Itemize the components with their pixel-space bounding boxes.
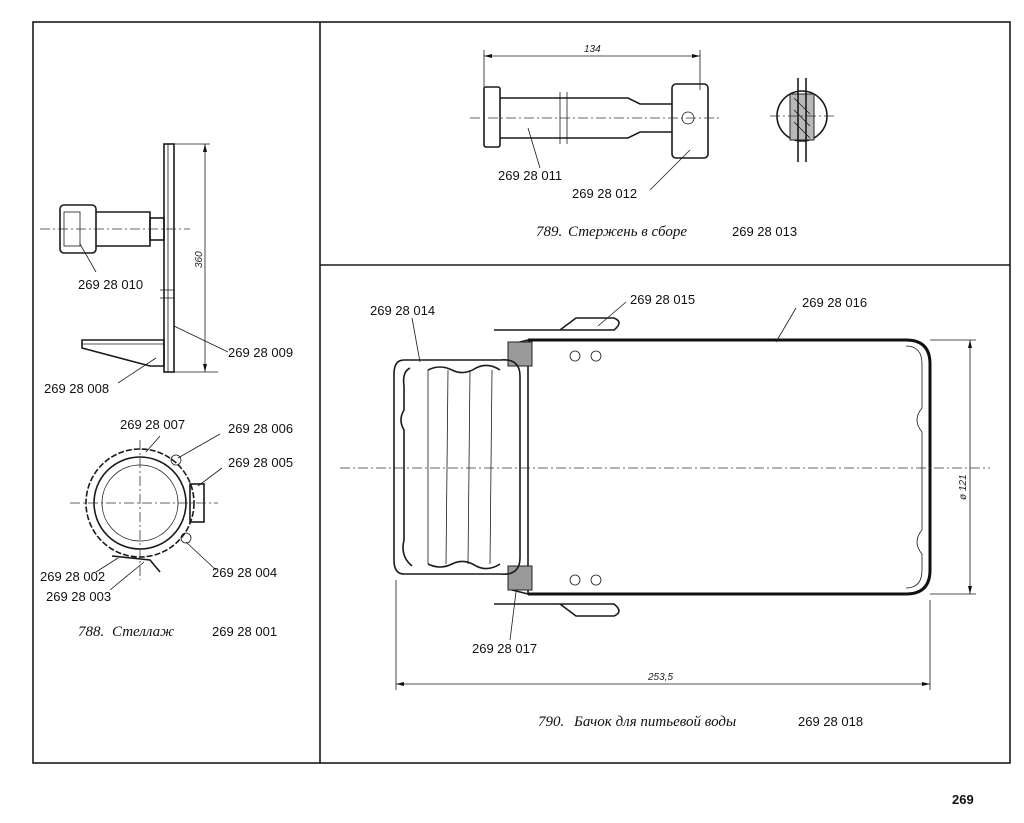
- label-269-28-003: 269 28 003: [46, 589, 111, 604]
- dimension-253-text: 253,5: [647, 672, 673, 683]
- tank-body-drawing: [340, 317, 990, 617]
- panel-788-rack: [40, 143, 229, 591]
- rod-section-view: [770, 78, 834, 162]
- dimension-line-134: [483, 50, 701, 90]
- caption-788-code: 269 28 001: [212, 624, 277, 639]
- rod-drawing: [470, 83, 720, 159]
- caption-789-number: 789.: [536, 224, 562, 240]
- panel-790-water-tank: [340, 301, 990, 690]
- label-269-28-014: 269 28 014: [370, 303, 435, 318]
- label-269-28-005: 269 28 005: [228, 455, 293, 470]
- label-269-28-004: 269 28 004: [212, 565, 277, 580]
- label-269-28-015: 269 28 015: [630, 292, 695, 307]
- page-number: 269: [952, 792, 974, 807]
- dimension-diameter-text: ø 121: [958, 474, 969, 500]
- caption-788-title: Стеллаж: [112, 624, 174, 640]
- label-269-28-009: 269 28 009: [228, 345, 293, 360]
- dimension-360-text: 360: [194, 251, 205, 268]
- label-269-28-011: 269 28 011: [498, 168, 562, 183]
- caption-789-code: 269 28 013: [732, 224, 797, 239]
- dimension-134-text: 134: [584, 44, 601, 55]
- sheet-frame: [32, 21, 1011, 764]
- label-269-28-016: 269 28 016: [802, 295, 867, 310]
- caption-790-code: 269 28 018: [798, 714, 863, 729]
- label-269-28-010: 269 28 010: [78, 277, 143, 292]
- caption-790-title: Бачок для питьевой воды: [573, 714, 736, 730]
- rack-clamp-view: [70, 433, 223, 591]
- label-269-28-008: 269 28 008: [44, 381, 109, 396]
- caption-788-number: 788.: [78, 624, 104, 640]
- caption-789-title: Стержень в сборе: [568, 224, 687, 240]
- label-269-28-017: 269 28 017: [472, 641, 537, 656]
- panel-789-rod-assembly: [470, 50, 834, 191]
- label-269-28-007: 269 28 007: [120, 417, 185, 432]
- dimension-line-253: [395, 580, 931, 690]
- dimension-line-diameter: [930, 339, 976, 595]
- rack-side-view: [40, 143, 229, 384]
- label-269-28-012: 269 28 012: [572, 186, 637, 201]
- label-269-28-002: 269 28 002: [40, 569, 105, 584]
- label-269-28-006: 269 28 006: [228, 421, 293, 436]
- caption-790-number: 790.: [538, 714, 564, 730]
